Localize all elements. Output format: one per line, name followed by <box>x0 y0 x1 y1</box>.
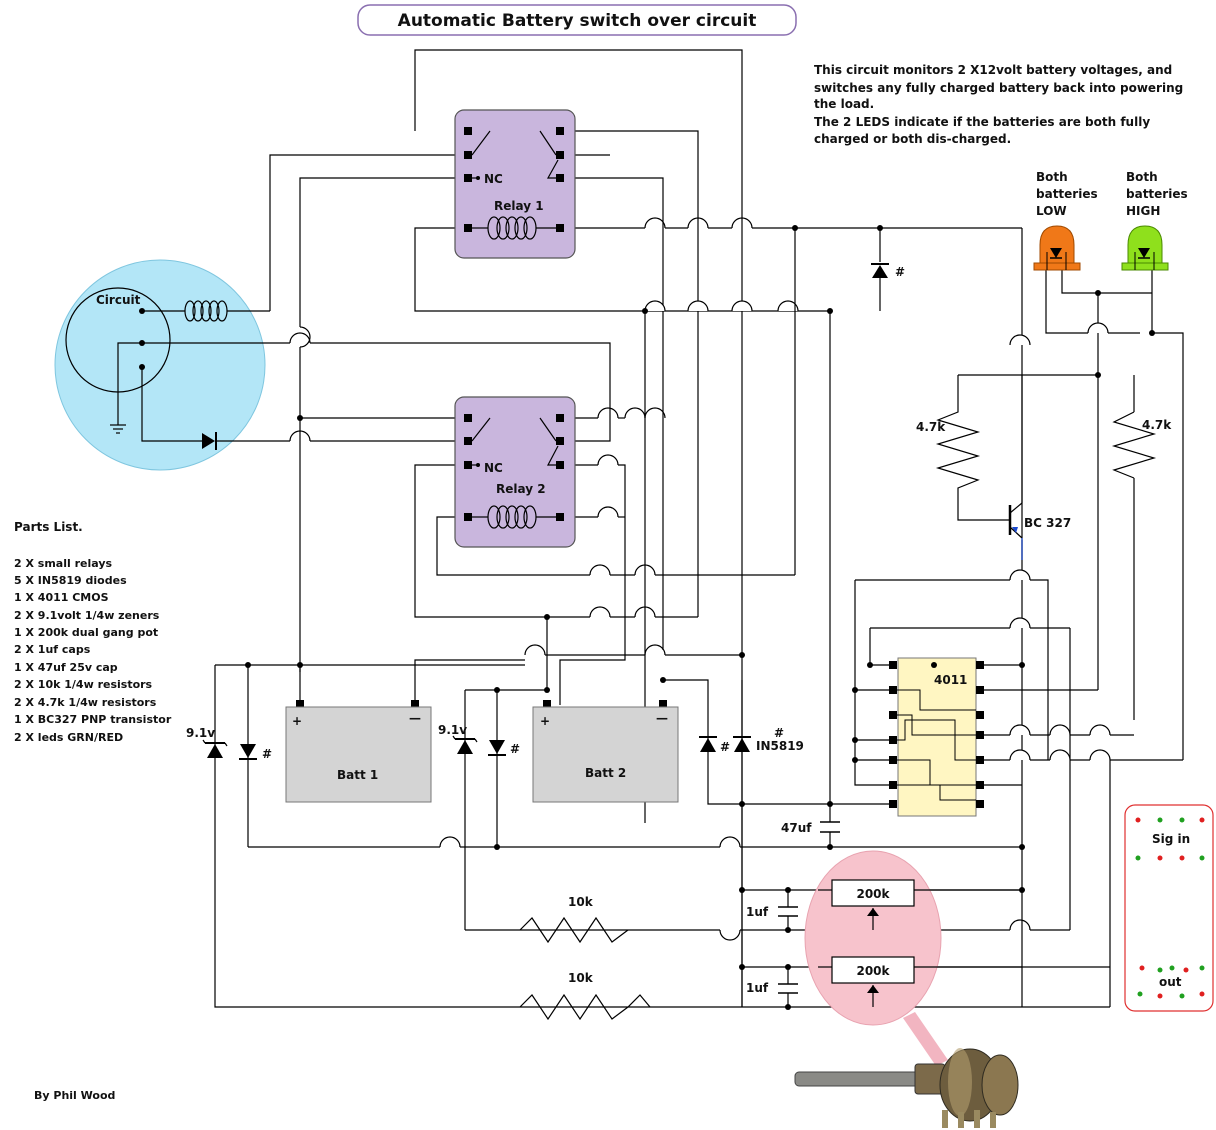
zener-left-label: 9.1v <box>186 726 215 740</box>
parts-list-heading: Parts List. <box>14 520 83 534</box>
diagram-title: Automatic Battery switch over circuit <box>398 11 757 31</box>
capacitor-47uf-icon: 47uf <box>781 821 840 835</box>
resistor-4k7-left: 4.7k <box>916 375 1010 521</box>
pot-top-label: 200k <box>856 887 890 901</box>
circuit-label: Circuit <box>96 293 141 307</box>
led-low: Both batteries LOW <box>1033 170 1098 271</box>
relay-2-coil-icon <box>472 505 556 529</box>
relay-1-label: Relay 1 <box>494 199 544 213</box>
parts-list-item: 2 X 9.1volt 1/4w zeners <box>14 609 160 622</box>
diode-pair-hash-1: # <box>720 740 730 754</box>
parts-list-item: 1 X 200k dual gang pot <box>14 626 158 639</box>
description: This circuit monitors 2 X12volt battery … <box>814 63 1183 146</box>
diode-middle-hash: # <box>510 742 520 756</box>
zener-middle-icon: 9.1v <box>438 723 478 754</box>
led-high-label-3: HIGH <box>1126 204 1160 218</box>
diode-pair-hash-2: # <box>774 726 784 740</box>
parts-list: Parts List. 2 X small relays 5 X IN5819 … <box>14 520 172 744</box>
relay-1: NC Relay 1 <box>454 109 576 259</box>
parts-list-item: 2 X 1uf caps <box>14 643 91 656</box>
capacitor-47uf-label: 47uf <box>781 821 812 835</box>
author-credit: By Phil Wood <box>34 1089 115 1102</box>
ic-4011: 4011 <box>889 657 984 817</box>
capacitor-1uf-top-label: 1uf <box>746 905 769 919</box>
battery-2: + — Batt 2 <box>532 700 679 803</box>
title-frame <box>357 4 797 36</box>
led-high-label-2: batteries <box>1126 187 1188 201</box>
diode-middle-hash-icon: # <box>488 740 520 756</box>
relay-1-coil-icon <box>472 216 556 240</box>
circuit-coil-icon <box>142 300 270 322</box>
resistor-4k7-right-label: 4.7k <box>1142 418 1172 432</box>
resistor-10k-top-label: 10k <box>568 895 594 909</box>
parts-list-item: 1 X 4011 CMOS <box>14 591 109 604</box>
parts-list-item: 1 X BC327 PNP transistor <box>14 713 172 726</box>
diode-part-label: IN5819 <box>756 739 804 753</box>
battery-2-minus: — <box>656 711 668 725</box>
title-block: Automatic Battery switch over circuit <box>357 4 797 36</box>
relay-2-nc-label: NC <box>484 461 503 475</box>
battery-2-label: Batt 2 <box>585 766 626 780</box>
battery-1: + — Batt 1 <box>285 700 432 803</box>
top-right-diode-hash: # <box>895 265 905 279</box>
pot-200k: 200k 200k <box>804 850 1022 1026</box>
battery-1-minus: — <box>409 711 421 725</box>
capacitor-1uf-bottom-label: 1uf <box>746 981 769 995</box>
resistor-10k-bottom-label: 10k <box>568 971 594 985</box>
parts-list-item: 2 X small relays <box>14 557 113 570</box>
wiring <box>142 49 1184 1008</box>
resistor-10k-bottom: 10k <box>519 971 651 1021</box>
description-line-5: charged or both dis-charged. <box>814 132 1011 146</box>
out-label: out <box>1159 975 1182 989</box>
ic-label: 4011 <box>934 673 967 687</box>
parts-list-item: 2 X 10k 1/4w resistors <box>14 678 153 691</box>
battery-1-label: Batt 1 <box>337 768 378 782</box>
potentiometer-photo-icon <box>794 1012 1019 1128</box>
circuit-block: Circuit <box>54 259 270 471</box>
resistor-4k7-right: 4.7k <box>1111 411 1172 479</box>
circuit-highlight <box>54 259 266 471</box>
transistor-label: BC 327 <box>1024 516 1071 530</box>
relay-2: NC Relay 2 <box>454 396 576 548</box>
transistor-bc327: BC 327 <box>1008 334 1071 560</box>
led-low-label-1: Both <box>1036 170 1068 184</box>
parts-list-item: 2 X 4.7k 1/4w resistors <box>14 696 157 709</box>
resistor-4k7-left-label: 4.7k <box>916 420 946 434</box>
relay-1-nc-label: NC <box>484 172 503 186</box>
ground-icon <box>110 342 142 434</box>
led-low-label-3: LOW <box>1036 204 1067 218</box>
battery-1-plus: + <box>292 714 302 728</box>
led-low-label-2: batteries <box>1036 187 1098 201</box>
diode-left-hash: # <box>262 747 272 761</box>
description-line-4: The 2 LEDS indicate if the batteries are… <box>814 115 1150 129</box>
led-high: Both batteries HIGH <box>1121 170 1188 271</box>
sig-in-label: Sig in <box>1152 832 1190 846</box>
diode-in5819-pair-icon: # # IN5819 <box>699 726 804 754</box>
zener-middle-label: 9.1v <box>438 723 467 737</box>
parts-list-item: 1 X 47uf 25v cap <box>14 661 118 674</box>
resistor-10k-top: 10k <box>519 895 629 944</box>
top-right-diode-icon: # <box>871 228 905 311</box>
description-line-1: This circuit monitors 2 X12volt battery … <box>814 63 1172 77</box>
capacitor-1uf-top-icon: 1uf <box>746 905 798 919</box>
zener-left-icon: 9.1v <box>186 726 228 758</box>
battery-2-plus: + <box>540 714 550 728</box>
description-line-2: switches any fully charged battery back … <box>814 81 1183 95</box>
description-line-3: the load. <box>814 97 874 111</box>
pot-bottom-label: 200k <box>856 964 890 978</box>
relay-2-label: Relay 2 <box>496 482 546 496</box>
connector-block: Sig in out <box>1124 804 1214 1012</box>
led-high-label-1: Both <box>1126 170 1158 184</box>
capacitor-1uf-bottom-icon: 1uf <box>746 981 798 995</box>
parts-list-item: 5 X IN5819 diodes <box>14 574 127 587</box>
diode-left-hash-icon: # <box>239 744 272 761</box>
parts-list-item: 2 X leds GRN/RED <box>14 731 123 744</box>
junction-dots <box>245 225 1155 1010</box>
